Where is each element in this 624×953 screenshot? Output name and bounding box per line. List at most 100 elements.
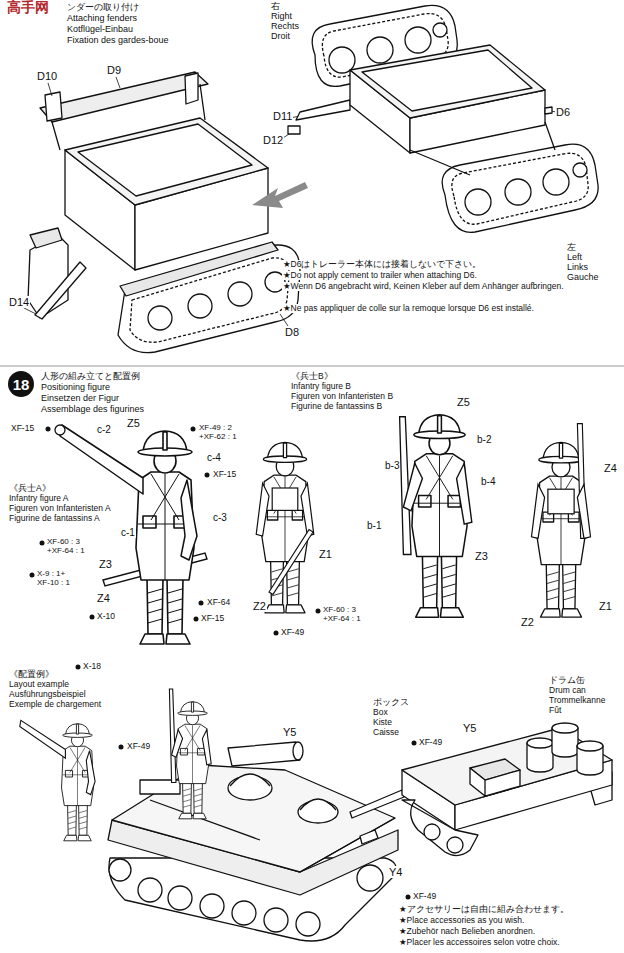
annotation-label: c-1: [120, 527, 136, 538]
annotation-label: Fixation des gardes-boue: [66, 36, 170, 46]
annotation-label: b-2: [476, 434, 492, 445]
annotation-label: Z1: [598, 600, 613, 612]
annotation-label: Ausführungsbeispiel: [8, 690, 87, 699]
annotation-label: b-1: [366, 520, 382, 531]
annotation-label: ★Wenn D6 angebracht wird, Keinen Kleber …: [282, 282, 574, 291]
annotation-label: ★Place accessories as you wish.: [398, 916, 525, 925]
annotation-label: Box: [372, 708, 389, 717]
annotation-label: XF-10 : 1: [36, 579, 71, 588]
annotation-label: D12: [262, 134, 284, 146]
annotation-label: Kotflügel-Einbau: [66, 25, 134, 35]
annotation-label: ★Do not apply cement to trailer when att…: [282, 271, 478, 280]
annotation-label: Z2: [520, 616, 535, 628]
annotation-label: XF-49 : 2: [198, 424, 233, 433]
annotation-label: 高手网: [6, 0, 50, 15]
annotation-label: XF-15: [200, 614, 225, 623]
annotation-label: Z2: [252, 600, 267, 612]
annotation-label: Y5: [282, 726, 297, 738]
annotation-label: D6: [555, 106, 571, 118]
infantry-figure-a-back: [256, 442, 314, 612]
annotation-label: 《兵士A》: [8, 484, 52, 493]
annotation-label: XF-64: [206, 598, 231, 607]
annotation-label: D14: [8, 296, 30, 308]
annotation-label: Rechts: [270, 22, 300, 32]
annotation-label: Assemblage des figurines: [40, 405, 145, 415]
annotation-label: XF-15: [212, 470, 237, 479]
annotation-label: 《兵士B》: [290, 372, 334, 381]
layout-figure-b: [169, 689, 211, 819]
paint-dots: [30, 427, 417, 900]
annotation-label: b-3: [384, 460, 400, 471]
annotation-label: ★Zubehör nach Belieben anordnen.: [398, 927, 536, 936]
annotation-label: XF-49: [126, 742, 151, 751]
annotation-label: 人形の組み立てと配置例: [40, 372, 141, 382]
trailer-with-tracks: [288, 5, 598, 232]
annotation-label: b-4: [480, 476, 496, 487]
annotation-label: XF-49: [280, 628, 305, 637]
annotation-label: Fût: [548, 706, 562, 715]
annotation-label: ンダーの取り付け: [66, 3, 140, 13]
annotation-label: XF-15: [10, 424, 35, 433]
annotation-label: ★D6はトレーラー本体には接着しないで下さい。: [282, 260, 483, 269]
annotation-label: Z1: [318, 548, 333, 560]
annotation-label: Caisse: [372, 728, 400, 737]
annotation-label: Figurine de fantassins A: [8, 514, 101, 523]
infantry-figure-b-back: [531, 424, 590, 618]
annotation-label: Positioning figure: [40, 383, 111, 393]
annotation-label: 右: [270, 2, 281, 12]
annotation-label: Right: [270, 12, 293, 22]
annotation-label: Einsetzen der Figur: [40, 394, 120, 404]
annotation-label: D9: [106, 64, 122, 76]
annotation-label: D8: [284, 326, 300, 338]
annotation-label: +XF-64 : 1: [46, 547, 86, 556]
direction-arrow: [252, 182, 308, 208]
infantry-figure-a-front: [55, 425, 207, 644]
annotation-label: c-4: [206, 452, 222, 463]
annotation-label: Y5: [462, 722, 477, 734]
annotation-label: Figuren von Infanteristen B: [290, 392, 394, 401]
annotation-label: Z5: [126, 417, 141, 429]
annotation-label: Z3: [474, 550, 489, 562]
layout-figure-a: [20, 720, 95, 840]
annotation-label: D11: [272, 110, 293, 122]
annotation-label: Exemple de chargement: [8, 700, 102, 709]
carrier-vehicle: [108, 742, 398, 941]
annotation-label: Kiste: [372, 718, 393, 727]
annotation-label: Figurine de fantassins B: [290, 402, 383, 411]
annotation-label: ★Ne pas appliquer de colle sur la remoqu…: [282, 304, 535, 313]
annotation-label: Drum can: [548, 686, 587, 695]
annotation-label: +XF-64 : 1: [322, 615, 362, 624]
annotation-label: Infantry figure A: [8, 494, 70, 503]
annotation-label: Z3: [98, 558, 113, 570]
annotation-label: XF-60 : 3: [322, 606, 357, 615]
step-number: 18: [13, 377, 30, 392]
annotation-label: Z4: [96, 592, 111, 604]
section-divider: [0, 365, 624, 366]
annotation-label: 《配置例》: [8, 670, 55, 679]
annotation-label: X-9 : 1+: [36, 570, 66, 579]
annotation-label: Trommelkanne: [548, 696, 606, 705]
annotation-label: XF-49: [412, 892, 437, 901]
annotation-label: D10: [36, 70, 58, 82]
annotation-label: 左: [566, 243, 577, 253]
step-number-circle: 18: [8, 371, 34, 397]
annotation-label: Z4: [603, 462, 618, 474]
annotation-label: ★アクセサリーは自由に組み合わせます。: [398, 905, 570, 914]
annotation-label: ボックス: [372, 698, 410, 707]
annotation-label: X-10: [96, 612, 116, 621]
annotation-label: XF-49: [418, 738, 443, 747]
loaded-trailer: [350, 723, 612, 856]
annotation-label: ドラム缶: [548, 676, 586, 685]
annotation-label: Y4: [388, 866, 403, 878]
annotation-label: Left: [566, 253, 583, 263]
annotation-label: Figuren von Infanteristen A: [8, 504, 112, 513]
trailer-with-fenders: [28, 72, 300, 353]
annotation-label: Attaching fenders: [66, 14, 138, 24]
annotation-label: Infantry figure B: [290, 382, 352, 391]
annotation-label: ★Placer les accessoires selon votre choi…: [398, 938, 561, 947]
annotation-label: X-18: [82, 662, 102, 671]
annotation-label: XF-60 : 3: [46, 538, 81, 547]
